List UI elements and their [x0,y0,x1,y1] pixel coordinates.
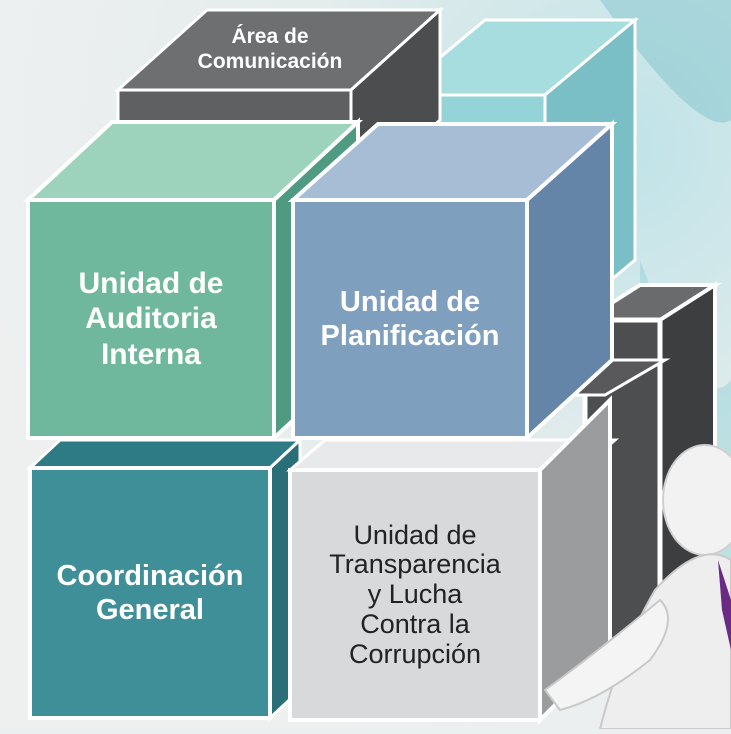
cube-planificacion [287,119,618,443]
tie [718,560,731,650]
label-coordinacion: Coordinación General [56,559,244,626]
label-area-comunicacion: Área de Comunicación [197,25,343,73]
cube-transparencia [285,395,620,725]
label-transparencia: Unidad de Transparencia y Lucha Contra l… [329,519,501,669]
label-planificacion: Unidad de Planificación [320,285,500,352]
mannequin-figure [543,444,731,730]
label-auditoria: Unidad de Auditoria Interna [78,266,224,371]
